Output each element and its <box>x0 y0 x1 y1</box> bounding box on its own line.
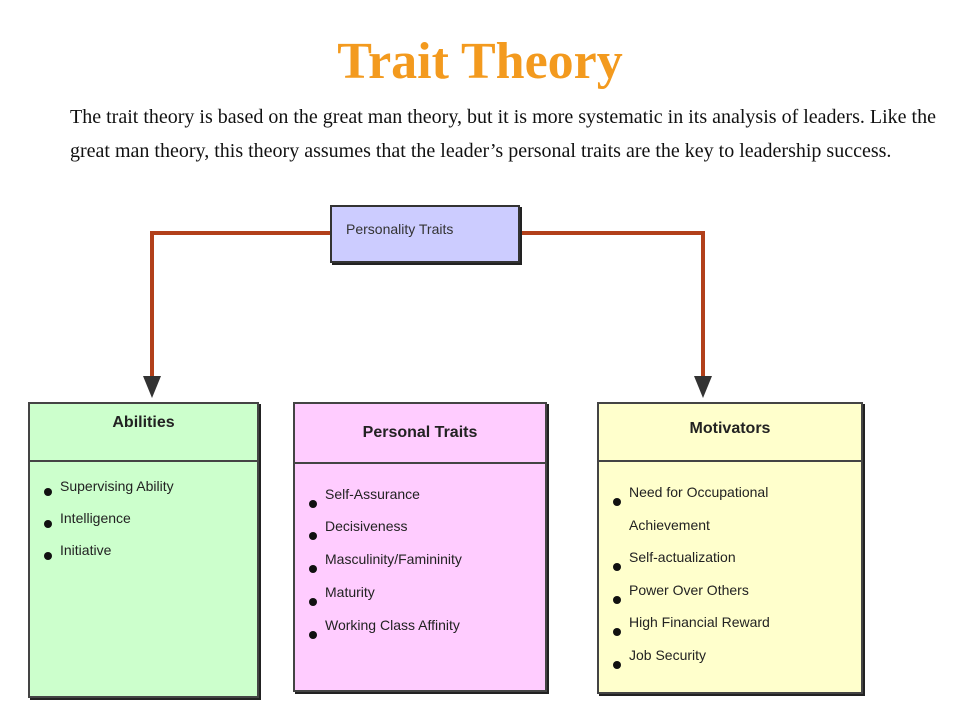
list-item: Supervising Ability <box>30 478 257 510</box>
motivators-heading: Motivators <box>599 404 861 462</box>
list-item: Job Security <box>599 647 861 679</box>
bullet-icon <box>44 488 52 496</box>
arrowhead-left <box>143 376 161 398</box>
bullet-icon <box>613 628 621 636</box>
personality-traits-box: Personality Traits <box>330 205 520 263</box>
bullet-icon <box>44 552 52 560</box>
list-item: Achievement <box>629 517 710 533</box>
list-item: Self-Assurance <box>295 486 545 518</box>
bullet-icon <box>309 598 317 606</box>
intro-paragraph: The trait theory is based on the great m… <box>70 106 936 162</box>
list-item: High Financial Reward <box>599 614 861 647</box>
list-item: Intelligence <box>30 510 257 542</box>
list-item: Masculinity/Famininity <box>295 551 545 584</box>
personality-traits-label: Personality Traits <box>346 221 454 237</box>
connector-left <box>150 231 330 378</box>
bullet-icon <box>309 565 317 573</box>
list-item: Power Over Others <box>599 582 861 614</box>
arrowhead-right <box>694 376 712 398</box>
bullet-icon <box>613 596 621 604</box>
list-item: Self-actualization <box>599 549 861 582</box>
list-item: Maturity <box>295 584 545 617</box>
bullet-icon <box>309 532 317 540</box>
slide-title: Trait Theory <box>337 33 623 90</box>
bullet-icon <box>309 500 317 508</box>
abilities-box: Abilities Supervising Ability Intelligen… <box>28 402 259 698</box>
list-item: Initiative <box>30 542 257 574</box>
personal-traits-box: Personal Traits Self-Assurance Decisiven… <box>293 402 547 692</box>
bullet-icon <box>613 661 621 669</box>
list-item: Working Class Affinity <box>295 617 545 650</box>
list-item: Need for Occupational <box>599 484 861 517</box>
connector-right <box>520 231 705 378</box>
motivators-box: Motivators Need for Occupational Achieve… <box>597 402 863 694</box>
motivators-list: Need for Occupational Achievement Self-a… <box>599 484 861 679</box>
bullet-icon <box>613 563 621 571</box>
personal-traits-heading: Personal Traits <box>295 404 545 464</box>
bullet-icon <box>309 631 317 639</box>
list-item: Decisiveness <box>295 518 545 551</box>
personal-traits-list: Self-Assurance Decisiveness Masculinity/… <box>295 486 545 650</box>
abilities-heading: Abilities <box>30 404 257 462</box>
bullet-icon <box>44 520 52 528</box>
bullet-icon <box>613 498 621 506</box>
abilities-list: Supervising Ability Intelligence Initiat… <box>30 478 257 574</box>
